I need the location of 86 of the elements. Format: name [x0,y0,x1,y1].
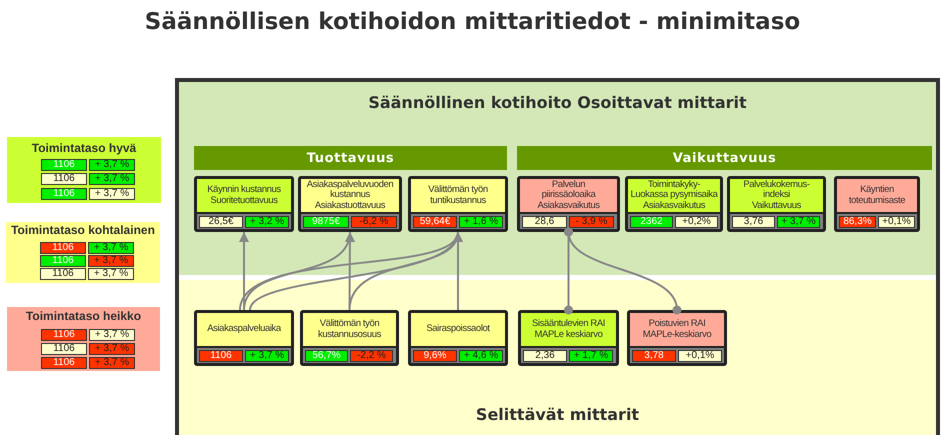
connector-line [564,228,682,314]
metric-name: Poistuvien RAI MAPLe-keskiarvo [642,319,712,340]
sample-change: + 3,7 % [89,159,135,171]
change-value: + 3,2 % [245,216,289,228]
sample-value: 1106 [40,268,86,280]
change-value: +0,2% [675,216,718,228]
legend-title: Toimintataso heikko [26,308,142,324]
change-value: -6,2 % [351,216,397,228]
metric-category: Asiakastuottavuus [314,200,386,212]
metric-value: 59,64€ [413,216,457,228]
change-value: + 3,7 % [245,350,289,362]
sample-change: + 3,7 % [89,357,135,369]
metric-category: Suoritetuottavuus [210,196,278,206]
legend-title: Toimintataso hyvä [32,140,136,156]
legend-title: Toimintataso kohtalainen [11,222,155,238]
metric-card [408,176,508,232]
metric-name: Asiakaspalveluvuoden kustannus [306,180,394,201]
metric-card [194,310,294,366]
sample-change: + 3,7 % [89,188,135,200]
metric-name: Toimintakyky- Luokassa pysymisaika [629,180,719,201]
metric-card [518,310,619,366]
metric-value: 3,76 [732,216,775,228]
metric-card [298,176,402,232]
change-value: +0,1% [678,350,722,362]
metric-name: Sisääntulevien RAI MAPLe keskiarvo [530,319,606,340]
metric-value: 28,6 [522,216,567,228]
metric-name: Palvelukokemus- indeksi [742,180,811,201]
metric-card [727,176,826,232]
sample-value: 1106 [40,255,86,267]
sample-value: 1106 [41,357,87,369]
arrow [453,232,463,310]
panel-title: Selittävät mittarit [476,405,640,425]
panel-title: Säännöllinen kotihoito Osoittavat mittarit [368,93,747,113]
sample-change: + 3,7 % [89,329,135,341]
metric-name: Palvelun piirissäoloaika [540,180,597,201]
metric-card [300,310,399,366]
metric-card [627,310,727,366]
metric-value: 26,5€ [199,216,243,228]
indicator-panel [179,82,936,275]
category-band: Vaikuttavuus [517,146,932,170]
metric-card [408,310,508,366]
change-value: - 3,9 % [569,216,614,228]
metric-card [194,176,294,232]
explanatory-panel [179,280,936,435]
sample-value: 1106 [40,242,86,254]
sample-change: + 3,7 % [89,343,135,355]
metric-value: 2362 [630,216,673,228]
sample-value: 1106 [41,159,87,171]
metric-value: 86,3% [839,216,876,228]
legend-panel [7,137,161,203]
change-value: -2,2 % [350,350,393,362]
sample-change: + 3,7 % [88,255,134,267]
metric-card [517,176,620,232]
legend-panel [7,307,160,371]
sample-value: 1106 [41,343,87,355]
metric-value: 9,6% [413,350,457,362]
metric-value: 9875€ [303,216,349,228]
metric-category: Asiakasvaikutus [537,200,600,212]
metric-value: 3,78 [632,350,676,362]
legend-panel [6,222,160,283]
metric-value: 56,7% [305,350,348,362]
metric-name: Sairaspoissaolot [426,324,490,335]
change-value: + 4,6 % [459,350,503,362]
metric-name: Välittömän työn kustannusosuus [316,319,382,340]
metric-value: 1106 [199,350,243,362]
metric-category: Asiakasvaikutus [642,200,706,212]
change-value: + 1,6 % [459,216,503,228]
metric-name: Asiakaspalveluaika [207,324,281,335]
metric-name: Käynnin kustannus [207,185,281,196]
metric-card [834,176,920,232]
sample-value: 1106 [41,173,87,185]
metric-name: Käyntien toteutumisaste [848,185,906,206]
sample-value: 1106 [41,329,87,341]
sample-change: + 3,7 % [88,268,134,280]
category-band: Tuottavuus [194,146,507,170]
metric-category: Vaikuttavuus [752,200,801,212]
change-value: +0,1% [878,216,915,228]
sample-value: 1106 [41,188,87,200]
metric-value: 2,36 [523,350,567,362]
change-value: + 3,7 % [777,216,820,228]
sample-change: + 3,7 % [89,173,135,185]
change-value: + 1,7 % [569,350,613,362]
sample-change: + 3,7 % [88,242,134,254]
metric-name: Välittömän työn tuntikustannus [427,185,489,206]
metric-card [625,176,723,232]
page-title: Säännöllisen kotihoidon mittaritiedot - minimitaso [144,9,800,36]
